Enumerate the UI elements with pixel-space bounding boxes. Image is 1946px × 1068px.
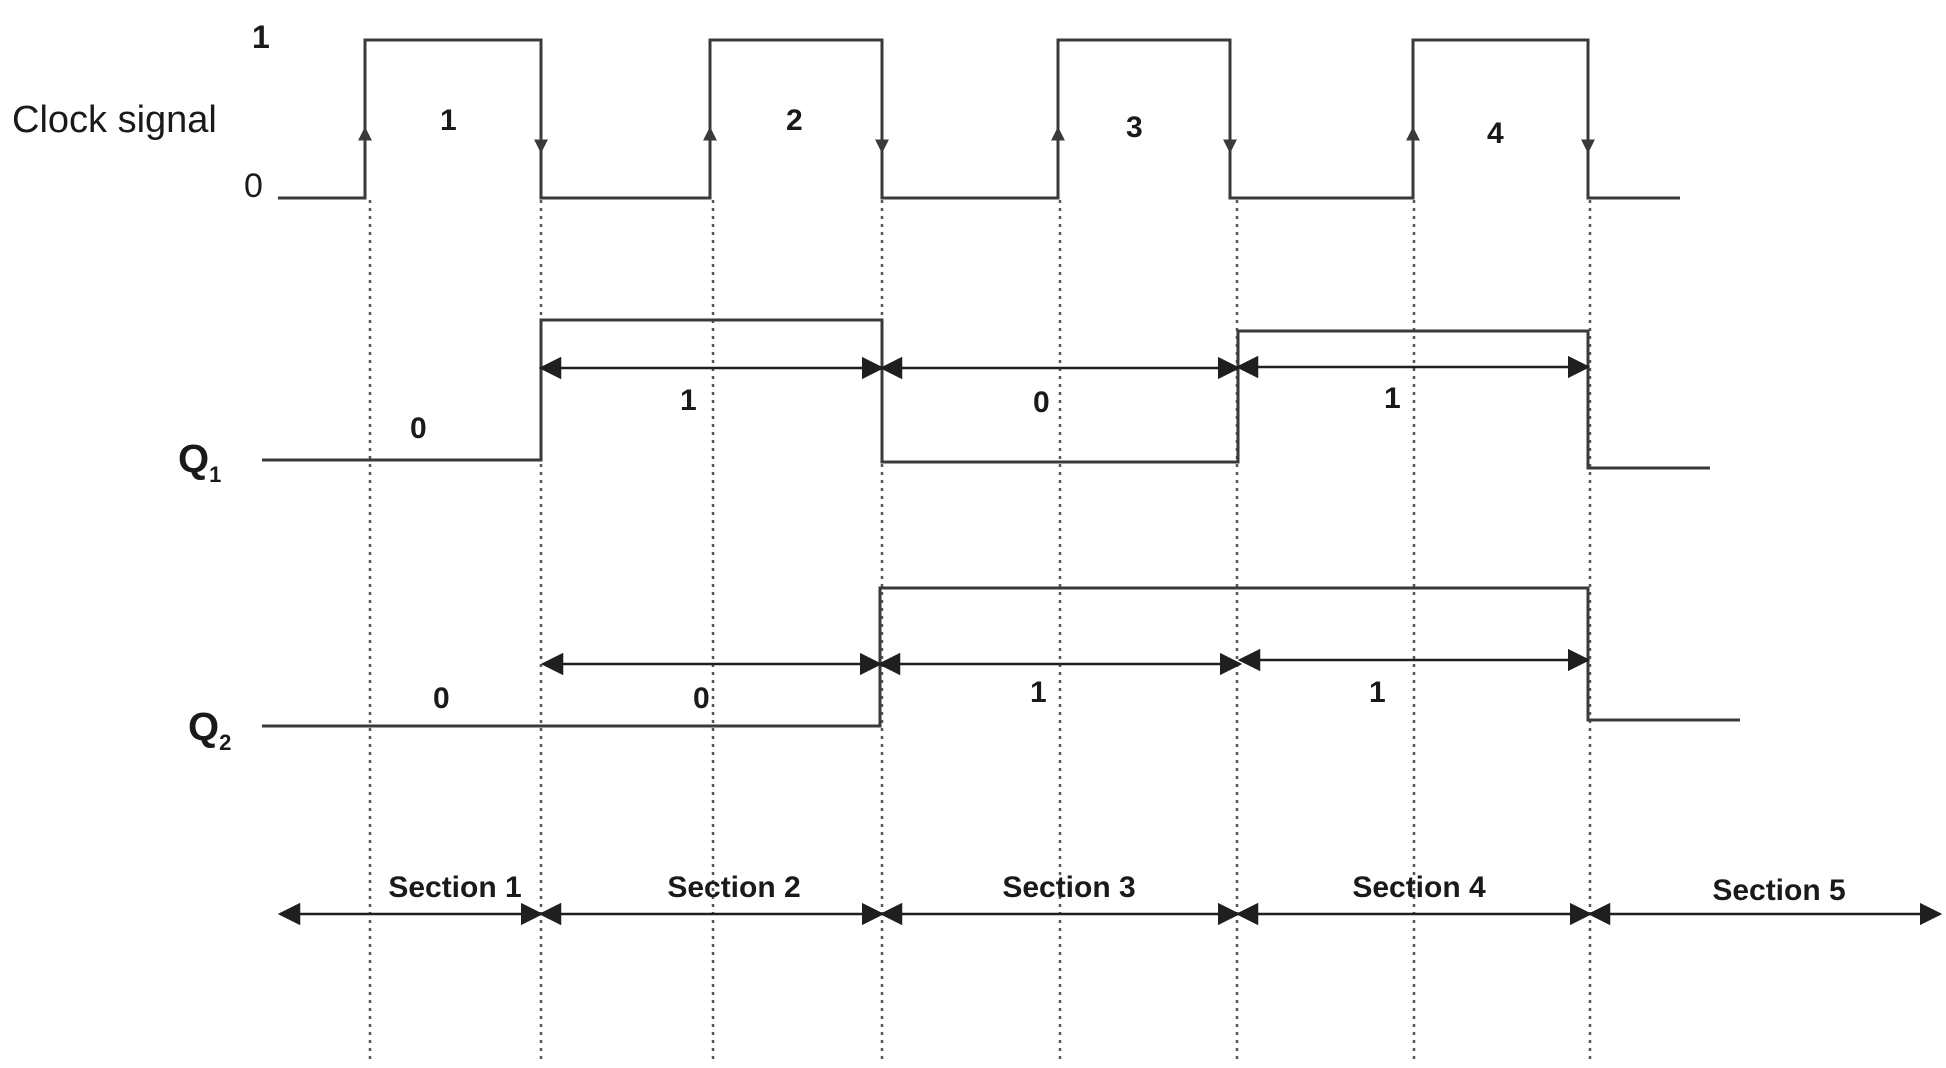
q1-value-4: 1 (1384, 382, 1401, 415)
q1-line (262, 318, 1710, 470)
clock-waveform (278, 38, 1680, 200)
section-label-1: Section 1 (388, 871, 521, 904)
edge-guides (368, 200, 1592, 1060)
clock-level-low: 0 (244, 167, 263, 205)
pulse-number-1: 1 (440, 104, 457, 137)
q1-waveform (262, 318, 1710, 470)
q1-label-main: Q (178, 437, 209, 481)
pulse-number-2: 2 (786, 104, 803, 137)
q2-value-3: 1 (1030, 676, 1047, 709)
q2-line (262, 586, 1740, 728)
q1-label-sub: 1 (209, 462, 221, 487)
section-label-3: Section 3 (1002, 871, 1135, 904)
q2-value-2: 0 (693, 682, 710, 715)
q1-label: Q1 (178, 437, 221, 487)
q1-value-1: 0 (410, 412, 427, 445)
section-label-5: Section 5 (1712, 874, 1845, 907)
clock-level-high: 1 (252, 19, 270, 55)
section-label-2: Section 2 (667, 871, 800, 904)
q2-label-sub: 2 (219, 730, 231, 755)
q2-value-1: 0 (433, 682, 450, 715)
q2-label: Q2 (188, 705, 231, 755)
q1-value-2: 1 (680, 384, 697, 417)
q1-value-3: 0 (1033, 386, 1050, 419)
pulse-number-3: 3 (1126, 111, 1143, 144)
q2-label-main: Q (188, 705, 219, 749)
section-label-4: Section 4 (1352, 871, 1486, 904)
pulse-number-4: 4 (1487, 117, 1504, 150)
clock-line (278, 38, 1680, 200)
clock-label: Clock signal (12, 99, 217, 141)
q2-waveform (262, 586, 1740, 728)
q2-value-4: 1 (1369, 676, 1386, 709)
